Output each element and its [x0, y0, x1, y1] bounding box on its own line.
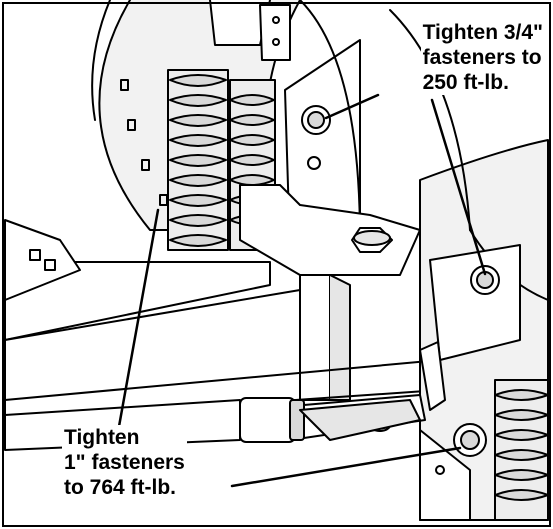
callout-bottom-line2: 1" fasteners — [64, 451, 185, 474]
callout-1-inch-fasteners: Tighten 1" fasteners to 764 ft-lb. — [62, 425, 187, 500]
callout-top-line1: Tighten 3/4" — [422, 21, 543, 44]
fastener-3-4-left — [301, 105, 331, 135]
main-beam — [4, 261, 271, 341]
left-arm — [4, 219, 81, 301]
callout-top-line2: fasteners to — [422, 46, 542, 69]
bracket-hex-bolt — [351, 227, 393, 253]
fastener-1-inch — [453, 423, 487, 457]
right-coil-spring — [494, 379, 549, 521]
fastener-3-4-right — [470, 265, 500, 295]
callout-top-line3: 250 ft-lb. — [422, 71, 509, 94]
left-coil-spring — [167, 69, 229, 251]
leader-top-left — [324, 93, 380, 120]
callout-bottom-line1: Tighten — [64, 426, 140, 449]
leader-top-right — [430, 98, 487, 276]
callout-3-4-fasteners: Tighten 3/4" fasteners to 250 ft-lb. — [420, 20, 545, 95]
callout-bottom-line3: to 764 ft-lb. — [64, 476, 177, 499]
leader-bottom-left — [116, 208, 160, 434]
leader-bottom-right — [230, 446, 462, 488]
